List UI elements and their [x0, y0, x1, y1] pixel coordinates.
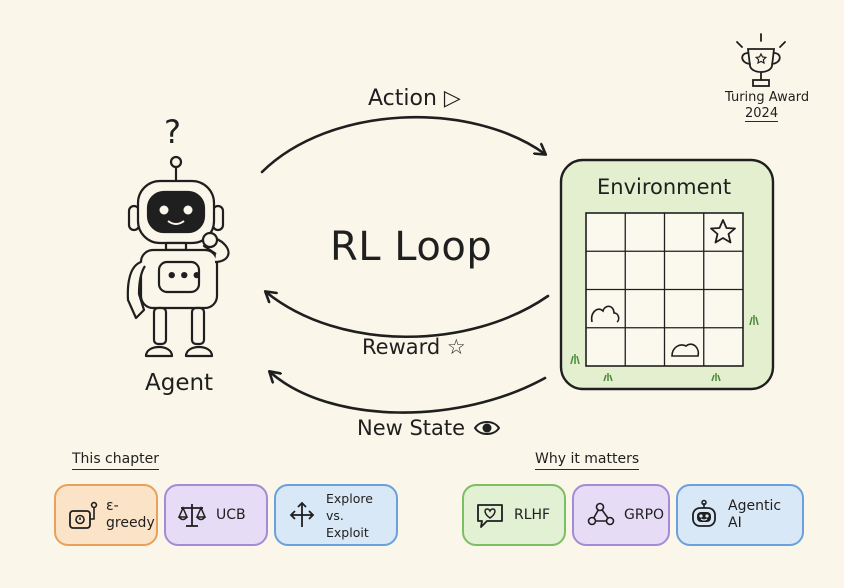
diagram-title: RL Loop	[330, 224, 493, 270]
svg-text:?: ?	[164, 113, 181, 151]
agent-screen-dots: •••	[166, 266, 204, 287]
new-state-arrow	[270, 372, 547, 414]
reward-label: Reward ☆	[362, 335, 466, 359]
bush-icon	[590, 305, 620, 323]
environment-label: Environment	[597, 175, 732, 199]
graph-nodes-icon	[587, 502, 615, 526]
rock-icon	[671, 343, 700, 357]
card-explore-exploit[interactable]: Explore vs. Exploit	[274, 484, 398, 546]
card-ucb[interactable]: UCB	[164, 484, 268, 546]
card-rlhf-label: RLHF	[514, 506, 551, 523]
card-egreedy-label: ε-greedy	[106, 498, 155, 531]
award-line1: Turing Award	[725, 90, 810, 105]
card-egreedy[interactable]: ε-greedy	[54, 484, 158, 546]
chat-heart-icon	[477, 504, 503, 528]
grass-icon	[570, 315, 759, 382]
scales-icon	[177, 504, 207, 527]
action-arrow	[260, 115, 545, 174]
card-ucb-label: UCB	[216, 506, 246, 523]
card-grpo-label: GRPO	[624, 506, 665, 523]
new-state-text: New State	[357, 416, 466, 440]
agent-label: Agent	[145, 370, 214, 396]
card-agentic-ai[interactable]: Agentic AI	[676, 484, 804, 546]
robot-face-icon	[692, 499, 716, 527]
environment-box	[559, 158, 775, 391]
trophy-icon	[736, 33, 786, 87]
card-rlhf[interactable]: RLHF	[462, 484, 566, 546]
card-agentic-label: Agentic AI	[728, 498, 782, 531]
award-line2: 2024	[745, 106, 779, 122]
action-label: Action ▷	[368, 86, 461, 111]
eye-icon	[473, 421, 501, 435]
card-explore-line2: vs. Exploit	[326, 507, 369, 540]
reward-arrow	[266, 292, 550, 339]
agent-robot: ?	[126, 113, 230, 358]
card-grpo[interactable]: GRPO	[572, 484, 670, 546]
slot-machine-icon	[69, 501, 98, 529]
card-explore-line1: Explore	[326, 490, 373, 506]
goal-star-icon	[710, 219, 736, 244]
this-chapter-heading: This chapter	[72, 451, 159, 470]
new-state-label: New State	[357, 416, 501, 440]
why-it-matters-heading: Why it matters	[535, 451, 640, 470]
arrows-split-icon	[289, 501, 315, 527]
